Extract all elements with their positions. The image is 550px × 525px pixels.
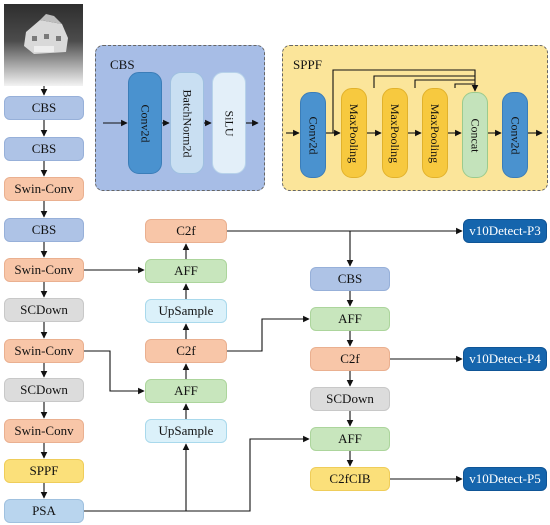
head-aff-1: AFF — [310, 307, 390, 331]
neck-c2f-top: C2f — [145, 219, 227, 243]
neck-c2f-mid: C2f — [145, 339, 227, 363]
input-image — [4, 4, 83, 86]
backbone-swin-conv-4: Swin-Conv — [4, 419, 84, 443]
backbone-cbs-2: CBS — [4, 137, 84, 161]
detect-p3: v10Detect-P3 — [463, 219, 547, 243]
sppf-maxpool-2-block: MaxPooling — [382, 88, 408, 178]
building-render-icon — [24, 14, 68, 54]
backbone-cbs-3: CBS — [4, 218, 84, 242]
cbs-silu-block: SiLU — [212, 72, 246, 174]
sppf-conv2d-in-block: Conv2d — [300, 92, 326, 178]
sppf-panel-title: SPPF — [293, 57, 322, 72]
head-cbs: CBS — [310, 267, 390, 291]
detect-p4: v10Detect-P4 — [463, 347, 547, 371]
backbone-psa: PSA — [4, 499, 84, 523]
neck-aff-1: AFF — [145, 259, 227, 283]
backbone-scdown-2: SCDown — [4, 378, 84, 402]
neck-upsample-1: UpSample — [145, 299, 227, 323]
cbs-batchnorm-block: BatchNorm2d — [170, 72, 204, 174]
sppf-concat-block: Concat — [462, 92, 488, 178]
backbone-scdown-1: SCDown — [4, 298, 84, 322]
sppf-conv2d-out-block: Conv2d — [502, 92, 528, 178]
cbs-panel-title: CBS — [110, 57, 135, 72]
detect-p5: v10Detect-P5 — [463, 467, 547, 491]
head-c2fcib: C2fCIB — [310, 467, 390, 491]
head-c2f: C2f — [310, 347, 390, 371]
sppf-maxpool-1-block: MaxPooling — [341, 88, 367, 178]
backbone-swin-conv-3: Swin-Conv — [4, 339, 84, 363]
backbone-cbs-1: CBS — [4, 96, 84, 120]
backbone-swin-conv-2: Swin-Conv — [4, 258, 84, 282]
neck-aff-2: AFF — [145, 379, 227, 403]
backbone-swin-conv-1: Swin-Conv — [4, 177, 84, 201]
head-aff-2: AFF — [310, 427, 390, 451]
sppf-maxpool-3-block: MaxPooling — [422, 88, 448, 178]
head-scdown: SCDown — [310, 387, 390, 411]
backbone-sppf: SPPF — [4, 459, 84, 483]
neck-upsample-2: UpSample — [145, 419, 227, 443]
cbs-conv2d-block: Conv2d — [128, 72, 162, 174]
